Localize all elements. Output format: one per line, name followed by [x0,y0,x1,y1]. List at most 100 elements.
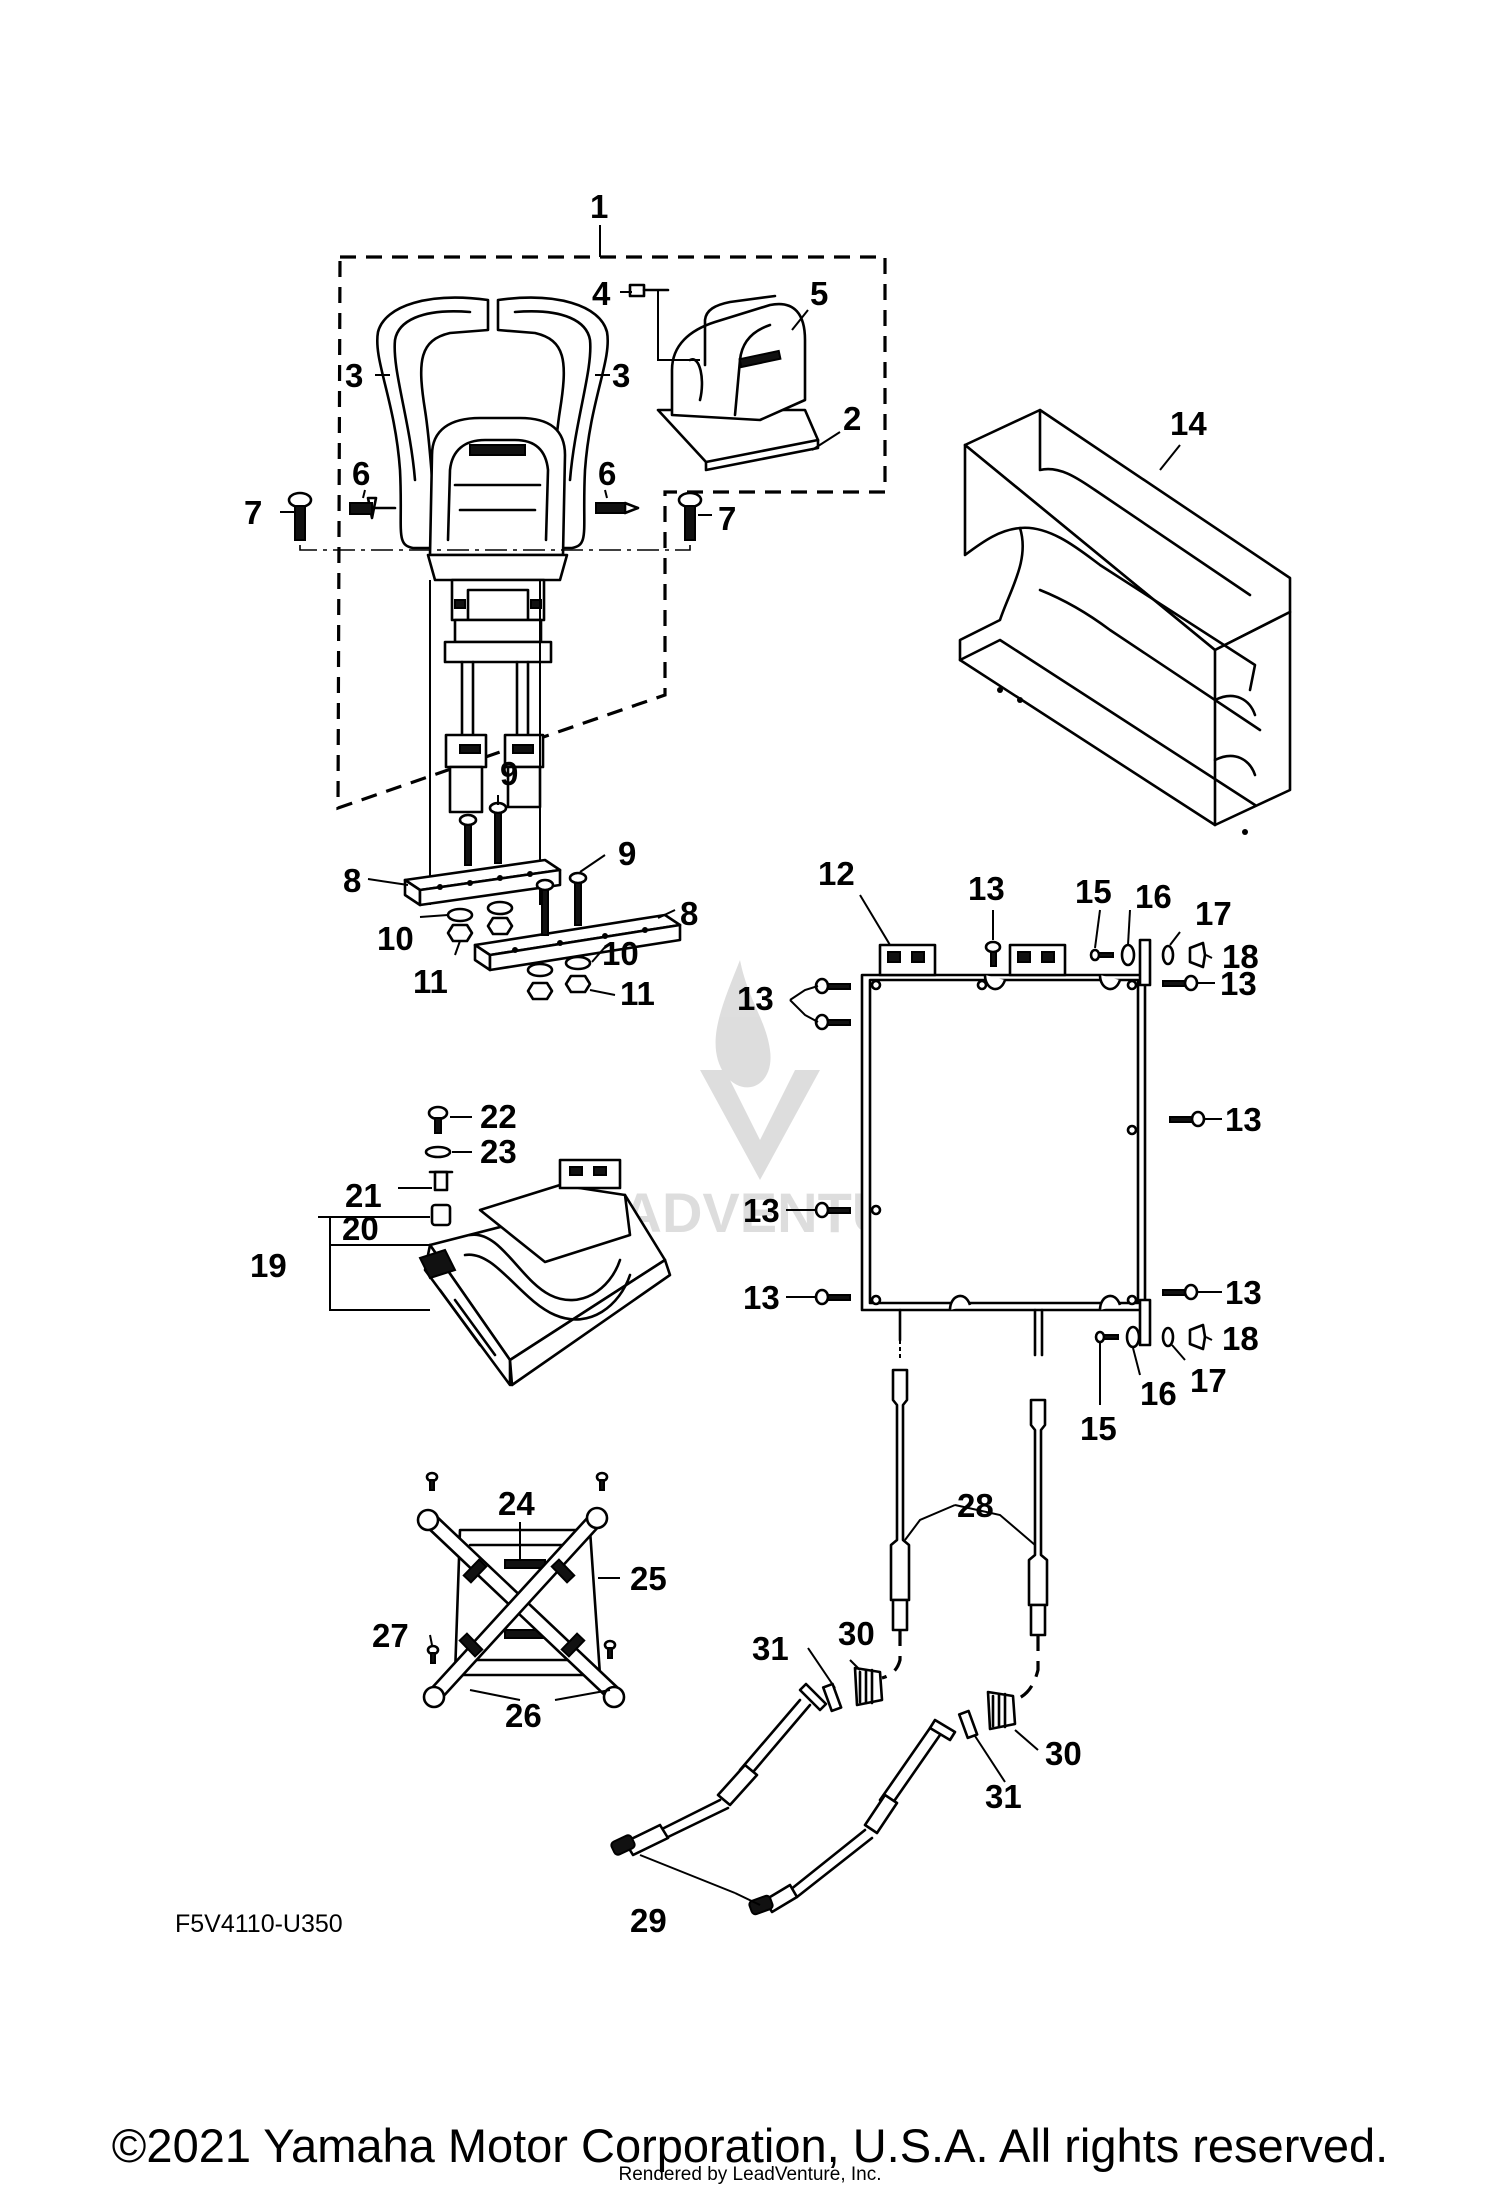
rail-nut [446,923,474,943]
bracket-collar [1120,943,1136,967]
ecu-screw [814,977,851,995]
cable-lower-right [928,1718,957,1742]
callout-24: 24 [498,1485,535,1522]
bracket-collar [1125,1325,1141,1349]
ecu-screw [1162,974,1199,992]
callout-22: 22 [480,1098,517,1135]
callout-13: 13 [737,980,774,1017]
bracket-washer [1161,1326,1175,1348]
cable-cover [958,408,1292,835]
bracket-bolt [1094,1330,1106,1344]
rail-nut [564,974,592,994]
rail-bolt [535,878,555,936]
callout-3: 3 [612,357,630,394]
plate-screw [426,1644,440,1664]
leader-lines [280,291,1222,1906]
left-grip [376,296,490,550]
cable-spacer-left [821,1682,843,1713]
callout-15: 15 [1075,873,1112,910]
rail-washer [446,907,474,923]
control-module [418,1105,672,1387]
callout-13: 13 [743,1279,780,1316]
wing-nut [1188,1323,1207,1351]
callout-18: 18 [1222,1320,1259,1357]
bracket-bolt [1089,948,1101,962]
callout-25: 25 [630,1560,667,1597]
callout-7: 7 [244,494,262,531]
callout-28: 28 [957,1487,994,1524]
callout-21: 21 [345,1177,382,1214]
control-housing [428,416,567,557]
callout-26: 26 [505,1697,542,1734]
rail-bolt [458,813,478,866]
control-unit-box [860,973,1147,1312]
cable-upper-right [1027,1398,1049,1607]
callout-10: 10 [377,920,414,957]
callout-11: 11 [413,963,448,1000]
ecu-connector [1008,943,1067,977]
rail-washer [526,962,554,978]
strap-plate-assembly [416,1471,626,1709]
callout-23: 23 [480,1133,517,1170]
rendered-by-credit: Rendered by LeadVenture, Inc. [618,2164,882,2185]
rail-washer [564,955,592,971]
right-grip [496,296,609,550]
ecu-screws [814,940,1206,1306]
assembly-boundary [336,255,887,811]
callout-16: 16 [1140,1375,1177,1412]
callout-29: 29 [630,1902,667,1939]
top-cover [670,302,807,422]
callout-20: 20 [342,1210,379,1247]
rail-nut [526,981,554,1001]
module-collar [433,1170,449,1192]
remote-control-assembly [287,225,887,905]
callout-6: 6 [598,455,616,492]
grip-screw-right [623,501,640,515]
callout-15: 15 [1080,1410,1117,1447]
callout-17: 17 [1195,895,1232,932]
callout-9: 9 [500,755,518,792]
callout-13: 13 [743,1192,780,1229]
callout-30: 30 [838,1615,875,1652]
callout-6: 6 [352,455,370,492]
callout-8: 8 [680,895,698,932]
module-washer [424,1145,452,1159]
plate-screw [425,1471,439,1491]
callout-30: 30 [1045,1735,1082,1772]
callout-13: 13 [1220,965,1257,1002]
callout-8: 8 [343,862,361,899]
callout-18: 18 [1222,938,1259,975]
callout-27: 27 [372,1617,409,1654]
cover-screw [628,283,646,298]
mount-screw-left [287,491,313,541]
rail-bolt [568,871,588,926]
throttle-cables [610,1340,1049,1916]
cable-spacer-right [957,1709,979,1740]
callout-9: 9 [618,835,636,872]
callout-13: 13 [1225,1101,1262,1138]
callout-19: 19 [250,1247,287,1284]
cable-lower-left [798,1682,828,1712]
plate-screw [595,1471,609,1491]
plate-screw [603,1639,617,1659]
callout-labels: 1 2 3 3 4 5 6 6 7 7 8 8 9 9 10 10 11 11 … [244,188,1262,1939]
copyright-notice: ©2021 Yamaha Motor Corporation, U.S.A. A… [111,2119,1389,2172]
ecu-screw [1162,1283,1199,1301]
module-grommet [430,1203,452,1227]
callout-10: 10 [602,935,639,972]
callout-11: 11 [620,975,655,1012]
ecu-screw [984,940,1002,967]
callout-31: 31 [752,1630,789,1667]
callout-13: 13 [968,870,1005,907]
callout-3: 3 [345,357,363,394]
rail-bolt [488,801,508,864]
ecu-screw [1169,1110,1206,1128]
bracket-washer [1161,944,1175,966]
rail-nut [486,916,514,936]
drawing-code: F5V4110-U350 [175,1910,343,1938]
callout-31: 31 [985,1778,1022,1815]
wing-nut [1188,941,1207,969]
callout-7: 7 [718,500,736,537]
mount-screw-right [677,491,703,541]
